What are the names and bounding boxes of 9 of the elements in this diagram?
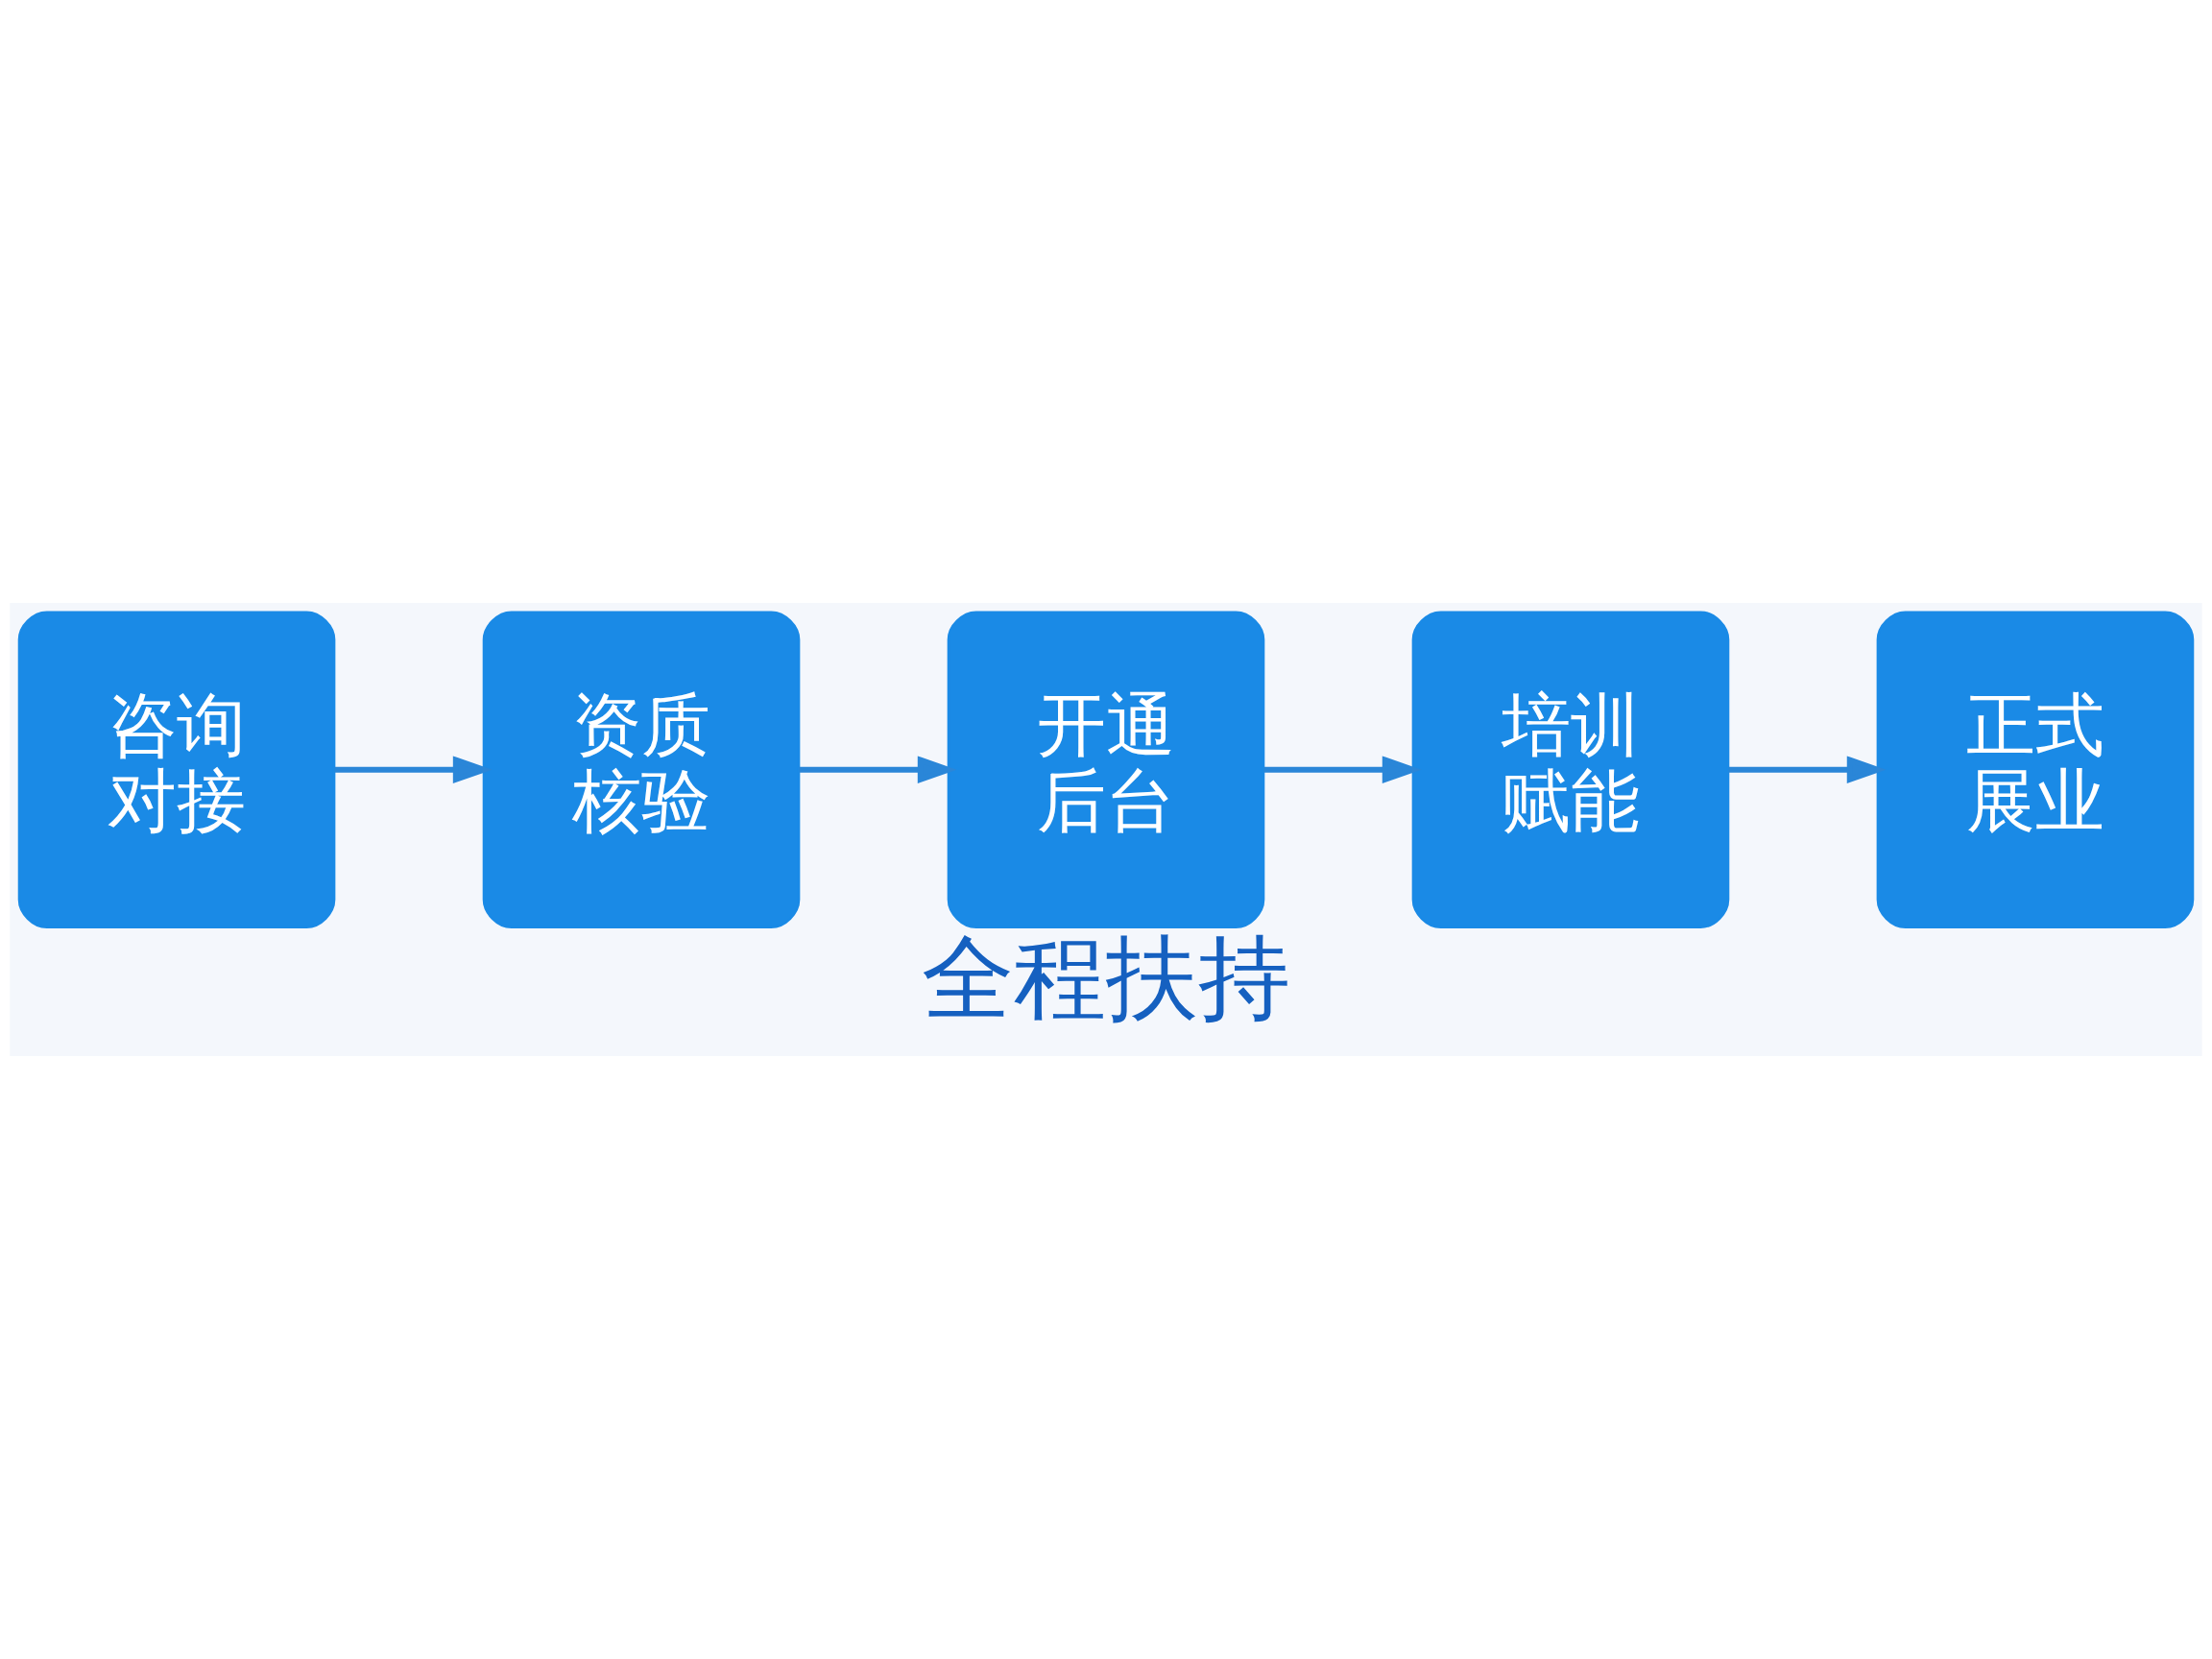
node-box: 正式展业 [1876,611,2195,929]
arrow [799,756,957,783]
node-box: 培训赋能 [1411,611,1730,929]
node-box: 资质核验 [482,611,801,929]
arrow [1263,756,1422,783]
node-box: 咨询对接 [17,611,336,929]
arrow [334,756,493,783]
node-box: 开通后台 [947,611,1265,929]
arrow [1728,756,1887,783]
